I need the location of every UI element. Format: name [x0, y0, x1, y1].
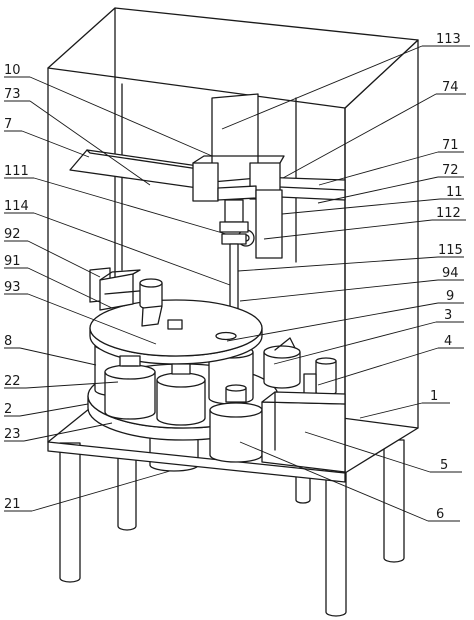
label-11: 11: [446, 185, 463, 200]
leader-lines: [4, 45, 470, 522]
label-22: 22: [4, 374, 21, 389]
cap-feeder: [89, 267, 163, 327]
label-7: 7: [4, 117, 12, 132]
side-panel: [344, 39, 419, 474]
label-94: 94: [442, 266, 459, 281]
label-92: 92: [4, 227, 21, 242]
box-5: [261, 391, 346, 473]
label-23: 23: [4, 427, 21, 442]
label-9: 9: [446, 289, 454, 304]
callout-labels: 113 10 73 7 74 71 72 11 111 112 114 115 …: [4, 32, 463, 522]
feeder-box: [99, 273, 134, 311]
label-3: 3: [444, 308, 452, 323]
label-73: 73: [4, 87, 21, 102]
carriage-left: [192, 162, 219, 202]
label-6: 6: [436, 507, 444, 522]
cabinet: [47, 7, 419, 483]
label-2: 2: [4, 402, 12, 417]
label-114: 114: [4, 199, 29, 214]
label-5: 5: [440, 458, 448, 473]
label-21: 21: [4, 497, 21, 512]
leg-front-left: [59, 442, 81, 583]
label-112: 112: [436, 206, 461, 221]
base-slab: [47, 441, 346, 483]
label-93: 93: [4, 280, 21, 295]
label-71: 71: [442, 138, 459, 153]
bottle-front-2: [156, 363, 206, 426]
label-1: 1: [430, 389, 438, 404]
label-74: 74: [442, 80, 459, 95]
cup-3: [263, 337, 301, 389]
block-11: [217, 185, 257, 201]
label-113: 113: [436, 32, 461, 47]
label-91: 91: [4, 254, 21, 269]
bracket-11: [255, 189, 283, 259]
label-115: 115: [438, 243, 463, 258]
leg-rear-left: [117, 455, 137, 531]
label-111: 111: [4, 164, 29, 179]
bottle-6: [209, 384, 263, 463]
label-8: 8: [4, 334, 12, 349]
label-4: 4: [444, 334, 452, 349]
legs: [59, 439, 405, 617]
leg-side-right: [383, 439, 405, 563]
coupling-111: [224, 199, 244, 223]
rail-73: [69, 149, 213, 191]
label-72: 72: [442, 163, 459, 178]
leg-front-right: [325, 455, 347, 617]
label-10: 10: [4, 63, 21, 78]
bottle-front-1: [104, 355, 156, 420]
